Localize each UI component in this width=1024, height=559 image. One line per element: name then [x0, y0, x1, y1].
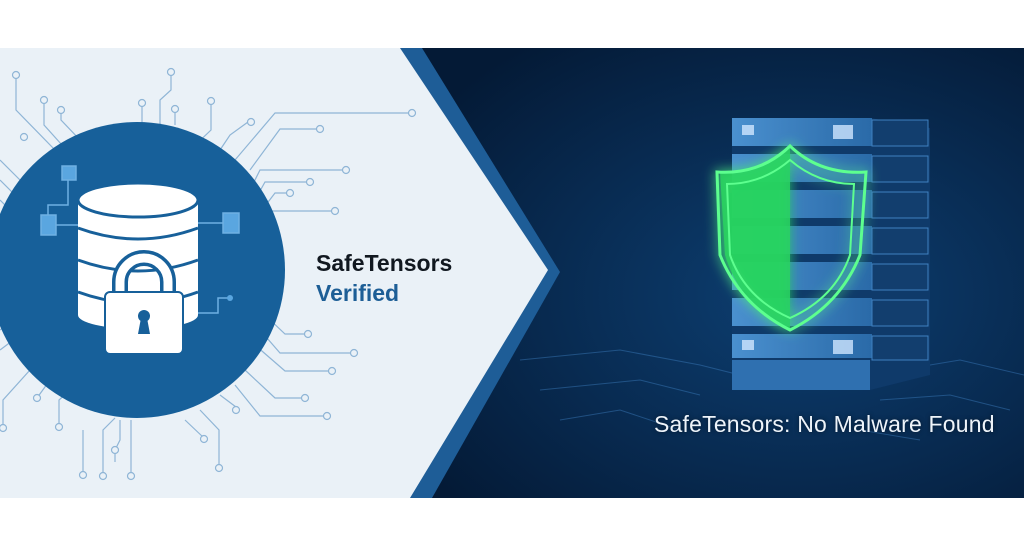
connector-icons — [40, 165, 240, 314]
title-safetensors: SafeTensors — [316, 250, 453, 276]
padlock-icon — [104, 250, 184, 355]
shield-icon — [715, 143, 868, 332]
caption-no-malware: SafeTensors: No Malware Found — [654, 411, 995, 437]
subtitle-verified: Verified — [316, 280, 400, 306]
